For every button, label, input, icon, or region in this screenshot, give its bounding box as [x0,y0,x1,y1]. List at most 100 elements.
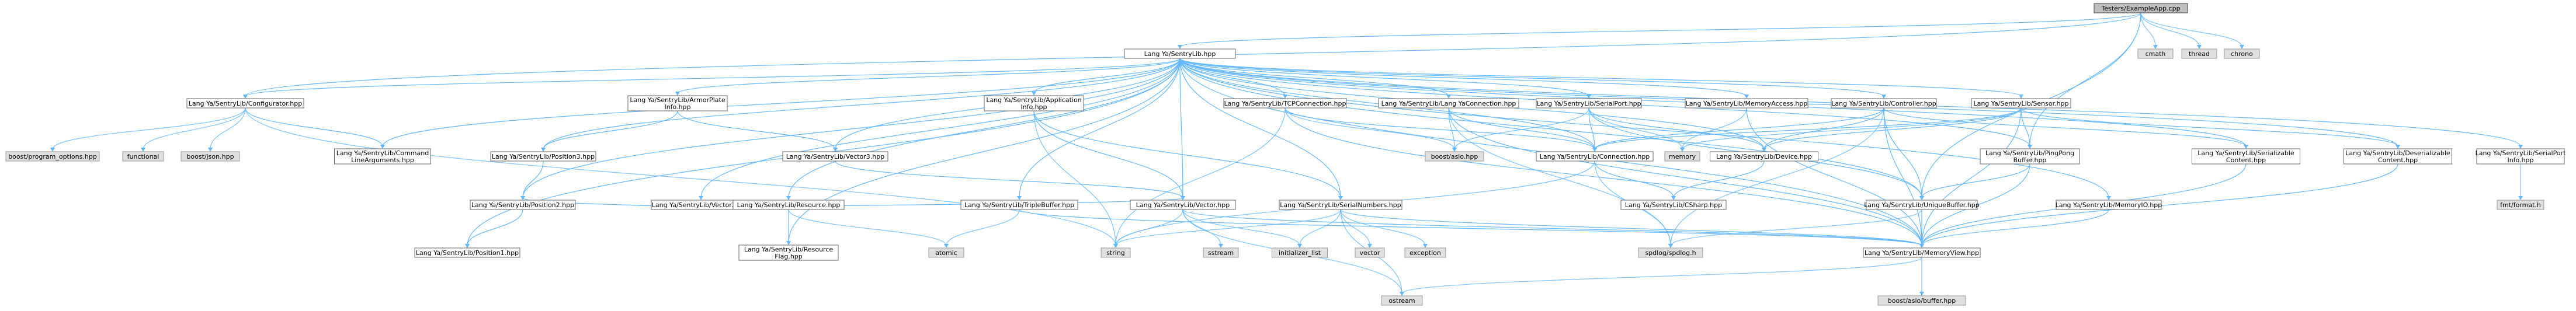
include-edge [2140,12,2156,47]
node-box [1664,151,1700,162]
edge-arrowhead [2028,145,2032,149]
include-edge [1921,107,2022,246]
node-box [1536,151,1654,162]
include-edge [1182,209,1300,246]
graph-node-vector3[interactable]: Lang Ya/SentryLib/Vector3.hpp [782,151,888,162]
graph-node-connection[interactable]: Lang Ya/SentryLib/Connection.hpp [1536,151,1654,162]
node-label: memory [1669,153,1696,160]
edge-arrowhead [1919,292,1924,296]
graph-node-tcpconn[interactable]: Lang Ya/SentryLib/TCPConnection.hpp [1223,98,1347,109]
include-edge [700,58,1181,198]
graph-node-sstream: sstream [1203,247,1239,258]
node-box [1124,48,1236,59]
include-edge [1284,107,1595,150]
node-box [5,151,100,162]
edge-arrowhead [2019,95,2023,99]
graph-node-position2[interactable]: Lang Ya/SentryLib/Position2.hpp [470,200,576,210]
include-edge [1115,209,1183,246]
graph-node-serialport[interactable]: Lang Ya/SentryLib/SerialPort.hpp [1536,98,1642,109]
graph-node-triplebuffer[interactable]: Lang Ya/SentryLib/TripleBuffer.hpp [960,200,1078,210]
node-label: Lang Ya/SentryLib/Sensor.hpp [1973,100,2068,107]
graph-node-serializable[interactable]: Lang Ya/SentryLib/SerializableContent.hp… [2192,148,2300,165]
graph-node-deserializable[interactable]: Lang Ya/SentryLib/DeserializableContent.… [2344,148,2452,165]
include-edge [543,58,1181,150]
graph-node-position1[interactable]: Lang Ya/SentryLib/Position1.hpp [414,247,520,258]
edge-arrowhead [2518,196,2523,200]
graph-node-chrono: chrono [2224,48,2260,59]
graph-node-uniquebuffer[interactable]: Lang Ya/SentryLib/UniqueBuffer.hpp [1864,200,1980,210]
graph-node-controller[interactable]: Lang Ya/SentryLib/Controller.hpp [1831,98,1937,109]
node-label: Content.hpp [2378,156,2418,164]
graph-node-serialnumbers[interactable]: Lang Ya/SentryLib/SerialNumbers.hpp [1279,200,1402,210]
include-edge [1682,107,1747,150]
node-label: initializer_list [1279,249,1321,257]
node-box [1620,200,1727,210]
edge-arrowhead [1297,244,1302,248]
node-label: Lang Ya/SentryLib/Vector.hpp [1136,201,1230,209]
include-edge [1340,209,1426,246]
node-label: spdlog/spdlog.h [1645,249,1696,257]
node-label: boost/asio.hpp [1431,153,1478,160]
node-box [1425,151,1484,162]
include-edge [1594,107,1884,150]
node-box [1685,98,1808,109]
node-label: Lang Ya/SentryLib/MemoryIO.hpp [2056,201,2162,209]
edge-arrowhead [1668,244,1673,248]
graph-node-fmtformat: fmt/format.h [2497,200,2544,210]
node-label: string [1106,249,1125,257]
node-box [2497,200,2544,210]
node-box [1638,247,1703,258]
graph-node-functional: functional [122,151,164,162]
graph-node-vector2[interactable]: Lang Ya/SentryLib/Vector2.hpp [651,200,751,210]
include-edge [1179,58,1449,97]
node-box [1378,98,1519,109]
node-box [627,95,728,111]
include-edge [1179,58,2022,97]
include-edge [467,209,523,246]
graph-node-langyaconn[interactable]: Lang Ya/SentryLib/Lang YaConnection.hpp [1378,98,1519,109]
edge-arrowhead [141,148,145,152]
edge-arrowhead [1423,244,1428,248]
graph-node-device[interactable]: Lang Ya/SentryLib/Device.hpp [1710,151,1818,162]
node-box [490,151,596,162]
include-edge [1179,58,2109,198]
graph-node-memaccess[interactable]: Lang Ya/SentryLib/MemoryAccess.hpp [1685,98,1808,109]
graph-node-csharp[interactable]: Lang Ya/SentryLib/CSharp.hpp [1620,200,1727,210]
graph-node-root[interactable]: Testers/ExampleApp.cpp [2094,3,2188,13]
edge-arrowhead [380,145,385,149]
include-edge [1763,107,2022,150]
node-label: Testers/ExampleApp.cpp [2101,5,2180,12]
include-edge [52,107,246,150]
edge-arrowhead [2518,145,2523,149]
include-edge [1340,209,1370,246]
graph-node-vector[interactable]: Lang Ya/SentryLib/Vector.hpp [1130,200,1236,210]
node-box [2181,48,2217,59]
node-label: boost/json.hpp [186,153,234,160]
graph-node-sentrylib[interactable]: Lang Ya/SentryLib.hpp [1124,48,1236,59]
node-label: Lang Ya/SentryLib/UniqueBuffer.hpp [1864,201,1980,209]
node-label: Lang Ya/SentryLib/Resource [744,246,834,253]
graph-node-resource[interactable]: Lang Ya/SentryLib/Resource.hpp [732,200,845,210]
graph-node-configurator[interactable]: Lang Ya/SentryLib/Configurator.hpp [186,98,304,109]
node-label: Lang Ya/SentryLib/ArmorPlate [630,96,725,104]
edge-arrowhead [786,196,791,200]
include-edge [1033,110,1341,198]
graph-node-cmdargs[interactable]: Lang Ya/SentryLib/CommandLineArguments.h… [334,148,431,165]
node-label: Lang Ya/SentryLib/Configurator.hpp [189,100,302,107]
graph-node-sensor[interactable]: Lang Ya/SentryLib/Sensor.hpp [1971,98,2071,109]
node-label: Info.hpp [664,103,690,111]
node-label: fmt/format.h [2500,201,2541,209]
edge-arrowhead [1218,244,1223,248]
include-edge [1019,58,1181,198]
graph-node-position3[interactable]: Lang Ya/SentryLib/Position3.hpp [490,151,596,162]
node-label: Lang Ya/SentryLib/SerialPort [2476,149,2567,157]
graph-node-memoryio[interactable]: Lang Ya/SentryLib/MemoryIO.hpp [2056,200,2162,210]
graph-node-memoryview[interactable]: Lang Ya/SentryLib/MemoryView.hpp [1863,247,1981,258]
edge-arrowhead [2240,45,2244,49]
node-label: Lang Ya/SentryLib/TripleBuffer.hpp [964,201,1074,209]
